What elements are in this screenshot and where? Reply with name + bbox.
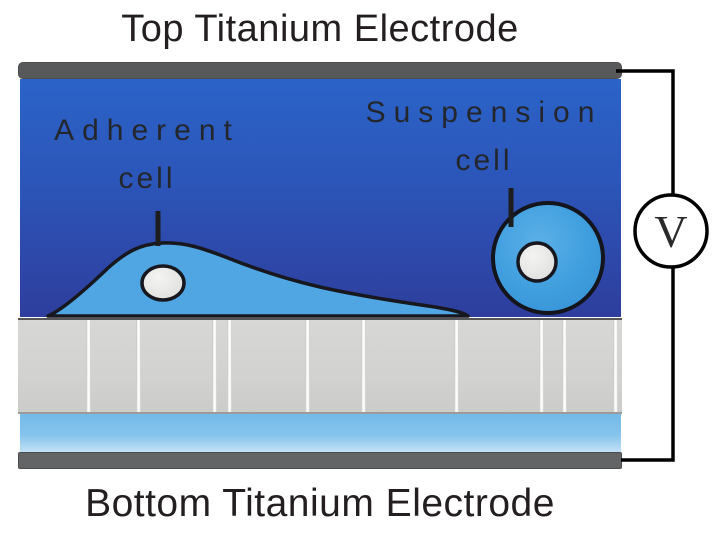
pillar-gap <box>305 320 310 412</box>
adherent-label-line2: cell <box>118 162 176 195</box>
adherent-cell-nucleus <box>140 264 186 302</box>
suspension-label-line1: Suspension <box>365 96 603 129</box>
pillar-gap <box>227 320 232 412</box>
pillar-gap <box>454 320 459 412</box>
pillar-gap <box>361 320 366 412</box>
substrate-layer <box>20 414 621 452</box>
suspension-cell-nucleus <box>516 241 558 283</box>
voltmeter-circle <box>633 193 709 269</box>
pillar-gap <box>613 320 618 412</box>
pillar-gap <box>86 320 91 412</box>
wire-top <box>616 69 675 195</box>
adherent-label-line1: Adherent <box>54 114 240 147</box>
pillar-gap <box>562 320 567 412</box>
bottom-electrode-title: Bottom Titanium Electrode <box>85 482 555 525</box>
pillar-array <box>18 318 622 414</box>
wire-bottom <box>621 267 675 462</box>
adherent-cell-label: Adherent cell <box>27 114 267 196</box>
voltmeter-symbol: V <box>654 206 687 257</box>
adherent-cell-shape <box>46 241 470 318</box>
suspension-label-line2: cell <box>455 144 513 177</box>
pillar-gap <box>136 320 141 412</box>
suspension-cell-label: Suspension cell <box>364 96 604 178</box>
top-electrode-title: Top Titanium Electrode <box>121 8 519 50</box>
pillar-gap <box>539 320 544 412</box>
pillar-gap <box>212 320 217 412</box>
